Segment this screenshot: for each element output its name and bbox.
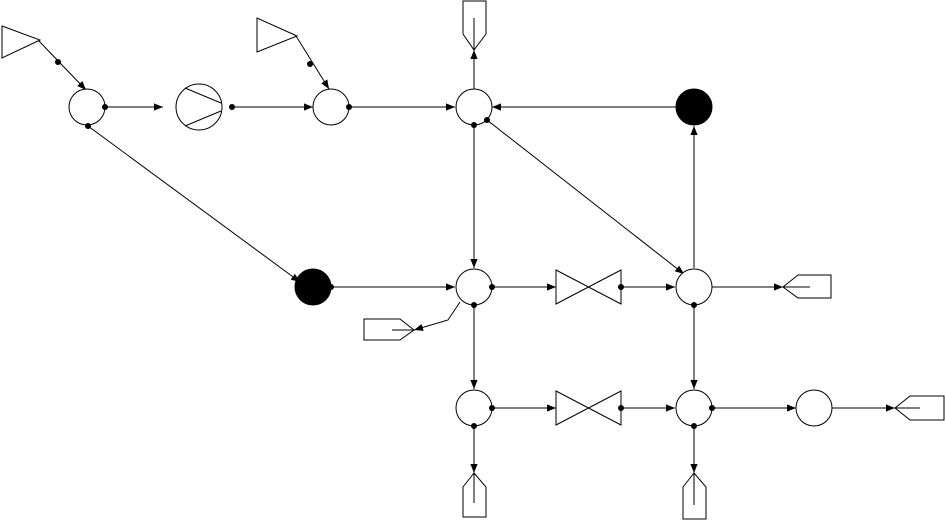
- outlet-tag-icon[interactable]: [894, 395, 945, 421]
- filled-circle-icon[interactable]: [675, 88, 713, 126]
- junction-circle-icon[interactable]: [675, 389, 713, 427]
- port-dot: [229, 104, 235, 110]
- port-dot: [471, 302, 477, 308]
- port-dot: [307, 61, 313, 67]
- outlet-tag-icon[interactable]: [682, 472, 707, 520]
- port-dot: [489, 405, 495, 411]
- outlet-tag-icon[interactable]: [462, 0, 487, 51]
- edge-j1-filled2: [87, 125, 301, 283]
- junction-circle-icon[interactable]: [455, 389, 493, 427]
- port-dot: [484, 117, 490, 123]
- junction-circle-icon[interactable]: [795, 389, 833, 427]
- outlet-tag-icon[interactable]: [462, 472, 487, 518]
- junction-circle-icon[interactable]: [675, 268, 713, 306]
- port-dot: [709, 405, 715, 411]
- source-triangle-icon[interactable]: [256, 17, 299, 53]
- port-dot: [691, 302, 697, 308]
- port-dot: [691, 423, 697, 429]
- port-dot: [618, 284, 624, 290]
- junction-circle-icon[interactable]: [68, 88, 106, 126]
- port-dot: [85, 123, 91, 129]
- valve-icon[interactable]: [555, 390, 622, 426]
- port-dot: [618, 405, 624, 411]
- edge-source1-j1: [37, 39, 87, 91]
- source-triangle-icon[interactable]: [1, 25, 42, 59]
- junction-circle-icon[interactable]: [312, 88, 350, 126]
- port-dot: [346, 104, 352, 110]
- valve-icon[interactable]: [555, 269, 622, 305]
- port-dot: [102, 104, 108, 110]
- outlet-tag-icon[interactable]: [782, 274, 832, 299]
- edge-j4-sink-left: [413, 301, 461, 331]
- edge-j3-j6: [486, 119, 685, 275]
- pump-icon[interactable]: [175, 83, 223, 131]
- edges: [37, 35, 895, 473]
- port-dot: [471, 122, 477, 128]
- junction-circle-icon[interactable]: [455, 268, 493, 306]
- port-dot: [489, 284, 495, 290]
- outlet-tag-icon[interactable]: [363, 318, 415, 341]
- filled-circle-icon[interactable]: [294, 268, 332, 306]
- connection-dots: [55, 59, 715, 429]
- port-dot: [55, 59, 61, 65]
- port-dot: [471, 423, 477, 429]
- port-dot: [328, 284, 334, 290]
